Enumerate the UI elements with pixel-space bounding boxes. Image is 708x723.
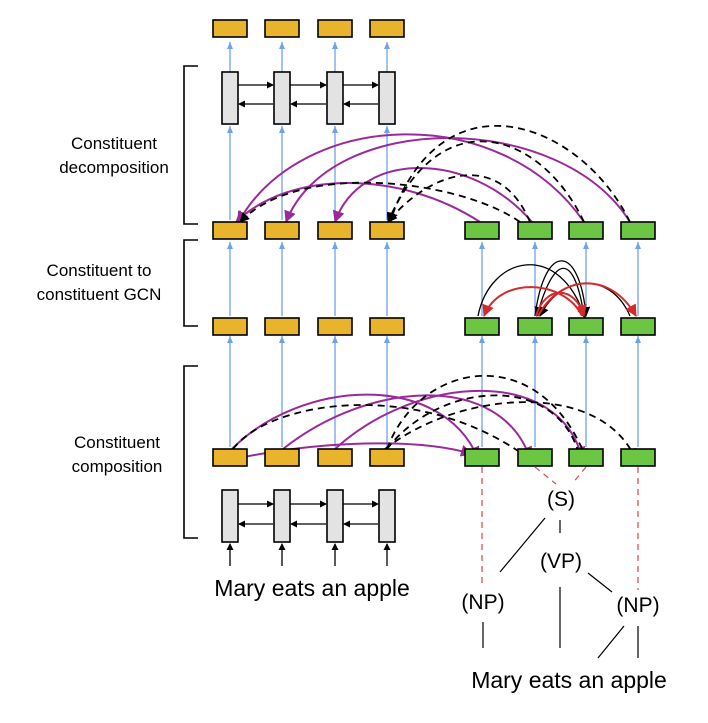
gcn-label-line1: Constituent to bbox=[47, 261, 152, 280]
decomposition-brace bbox=[183, 65, 198, 225]
constituent-node bbox=[620, 221, 656, 240]
word-nodes-decomposition bbox=[212, 221, 405, 240]
output-node bbox=[369, 19, 405, 38]
top-bilstm bbox=[221, 71, 396, 125]
constituent-nodes-composition bbox=[464, 448, 656, 467]
decomposition-label-line1: Constituent bbox=[71, 134, 157, 153]
lstm-cell bbox=[221, 489, 239, 543]
lstm-cell bbox=[273, 71, 291, 125]
word-node bbox=[369, 448, 405, 467]
word-node bbox=[317, 317, 353, 336]
lstm-cell bbox=[378, 489, 396, 543]
left-flow-arrows bbox=[227, 42, 390, 447]
alignment-lines bbox=[481, 466, 639, 590]
word-node bbox=[317, 448, 353, 467]
constituent-node bbox=[517, 221, 553, 240]
constituent-node bbox=[517, 317, 553, 336]
bottom-bilstm bbox=[221, 489, 396, 543]
gcn-arcs bbox=[477, 260, 637, 319]
word-nodes-composition bbox=[212, 448, 405, 467]
decomposition-arcs bbox=[235, 125, 631, 224]
lstm-cell bbox=[326, 71, 344, 125]
word-node bbox=[264, 221, 300, 240]
constituent-node bbox=[568, 448, 604, 467]
tree-node-np-left: (NP) bbox=[461, 591, 504, 614]
tree-node-np-right: (NP) bbox=[616, 594, 659, 617]
constituent-node bbox=[620, 317, 656, 336]
composition-label-line2: composition bbox=[72, 457, 163, 476]
tree-sentence: Mary eats an apple bbox=[471, 667, 667, 693]
output-node bbox=[264, 19, 300, 38]
word-node bbox=[212, 317, 248, 336]
word-node bbox=[212, 448, 248, 467]
composition-brace bbox=[183, 365, 198, 539]
word-node bbox=[212, 221, 248, 240]
lstm-cell bbox=[221, 71, 239, 125]
word-nodes-gcn bbox=[212, 317, 405, 336]
constituent-nodes-gcn bbox=[464, 317, 656, 336]
gcn-brace bbox=[183, 239, 198, 327]
lstm-cell bbox=[273, 489, 291, 543]
output-node bbox=[317, 19, 353, 38]
word-node bbox=[369, 221, 405, 240]
word-node bbox=[317, 221, 353, 240]
word-node bbox=[369, 317, 405, 336]
tree-node-s: (S) bbox=[547, 488, 575, 511]
constituent-node bbox=[568, 317, 604, 336]
lstm-cell bbox=[326, 489, 344, 543]
output-node bbox=[212, 19, 248, 38]
composition-label-line1: Constituent bbox=[74, 433, 160, 452]
parse-tree-edges bbox=[482, 517, 639, 659]
tree-node-vp: (VP) bbox=[540, 550, 582, 573]
top-output-nodes bbox=[212, 19, 405, 38]
constituent-node bbox=[568, 221, 604, 240]
input-arrows bbox=[226, 543, 391, 566]
word-node bbox=[264, 448, 300, 467]
constituent-node bbox=[464, 448, 500, 467]
constituent-node bbox=[464, 221, 500, 240]
constituent-nodes-decomposition bbox=[464, 221, 656, 240]
gcn-label-line2: constituent GCN bbox=[37, 285, 162, 304]
composition-arcs bbox=[229, 374, 636, 461]
constituent-node bbox=[464, 317, 500, 336]
lstm-cell bbox=[378, 71, 396, 125]
constituent-node bbox=[517, 448, 553, 467]
constituent-node bbox=[620, 448, 656, 467]
input-sentence: Mary eats an apple bbox=[214, 575, 410, 601]
word-node bbox=[264, 317, 300, 336]
decomposition-label-line2: decomposition bbox=[59, 158, 169, 177]
